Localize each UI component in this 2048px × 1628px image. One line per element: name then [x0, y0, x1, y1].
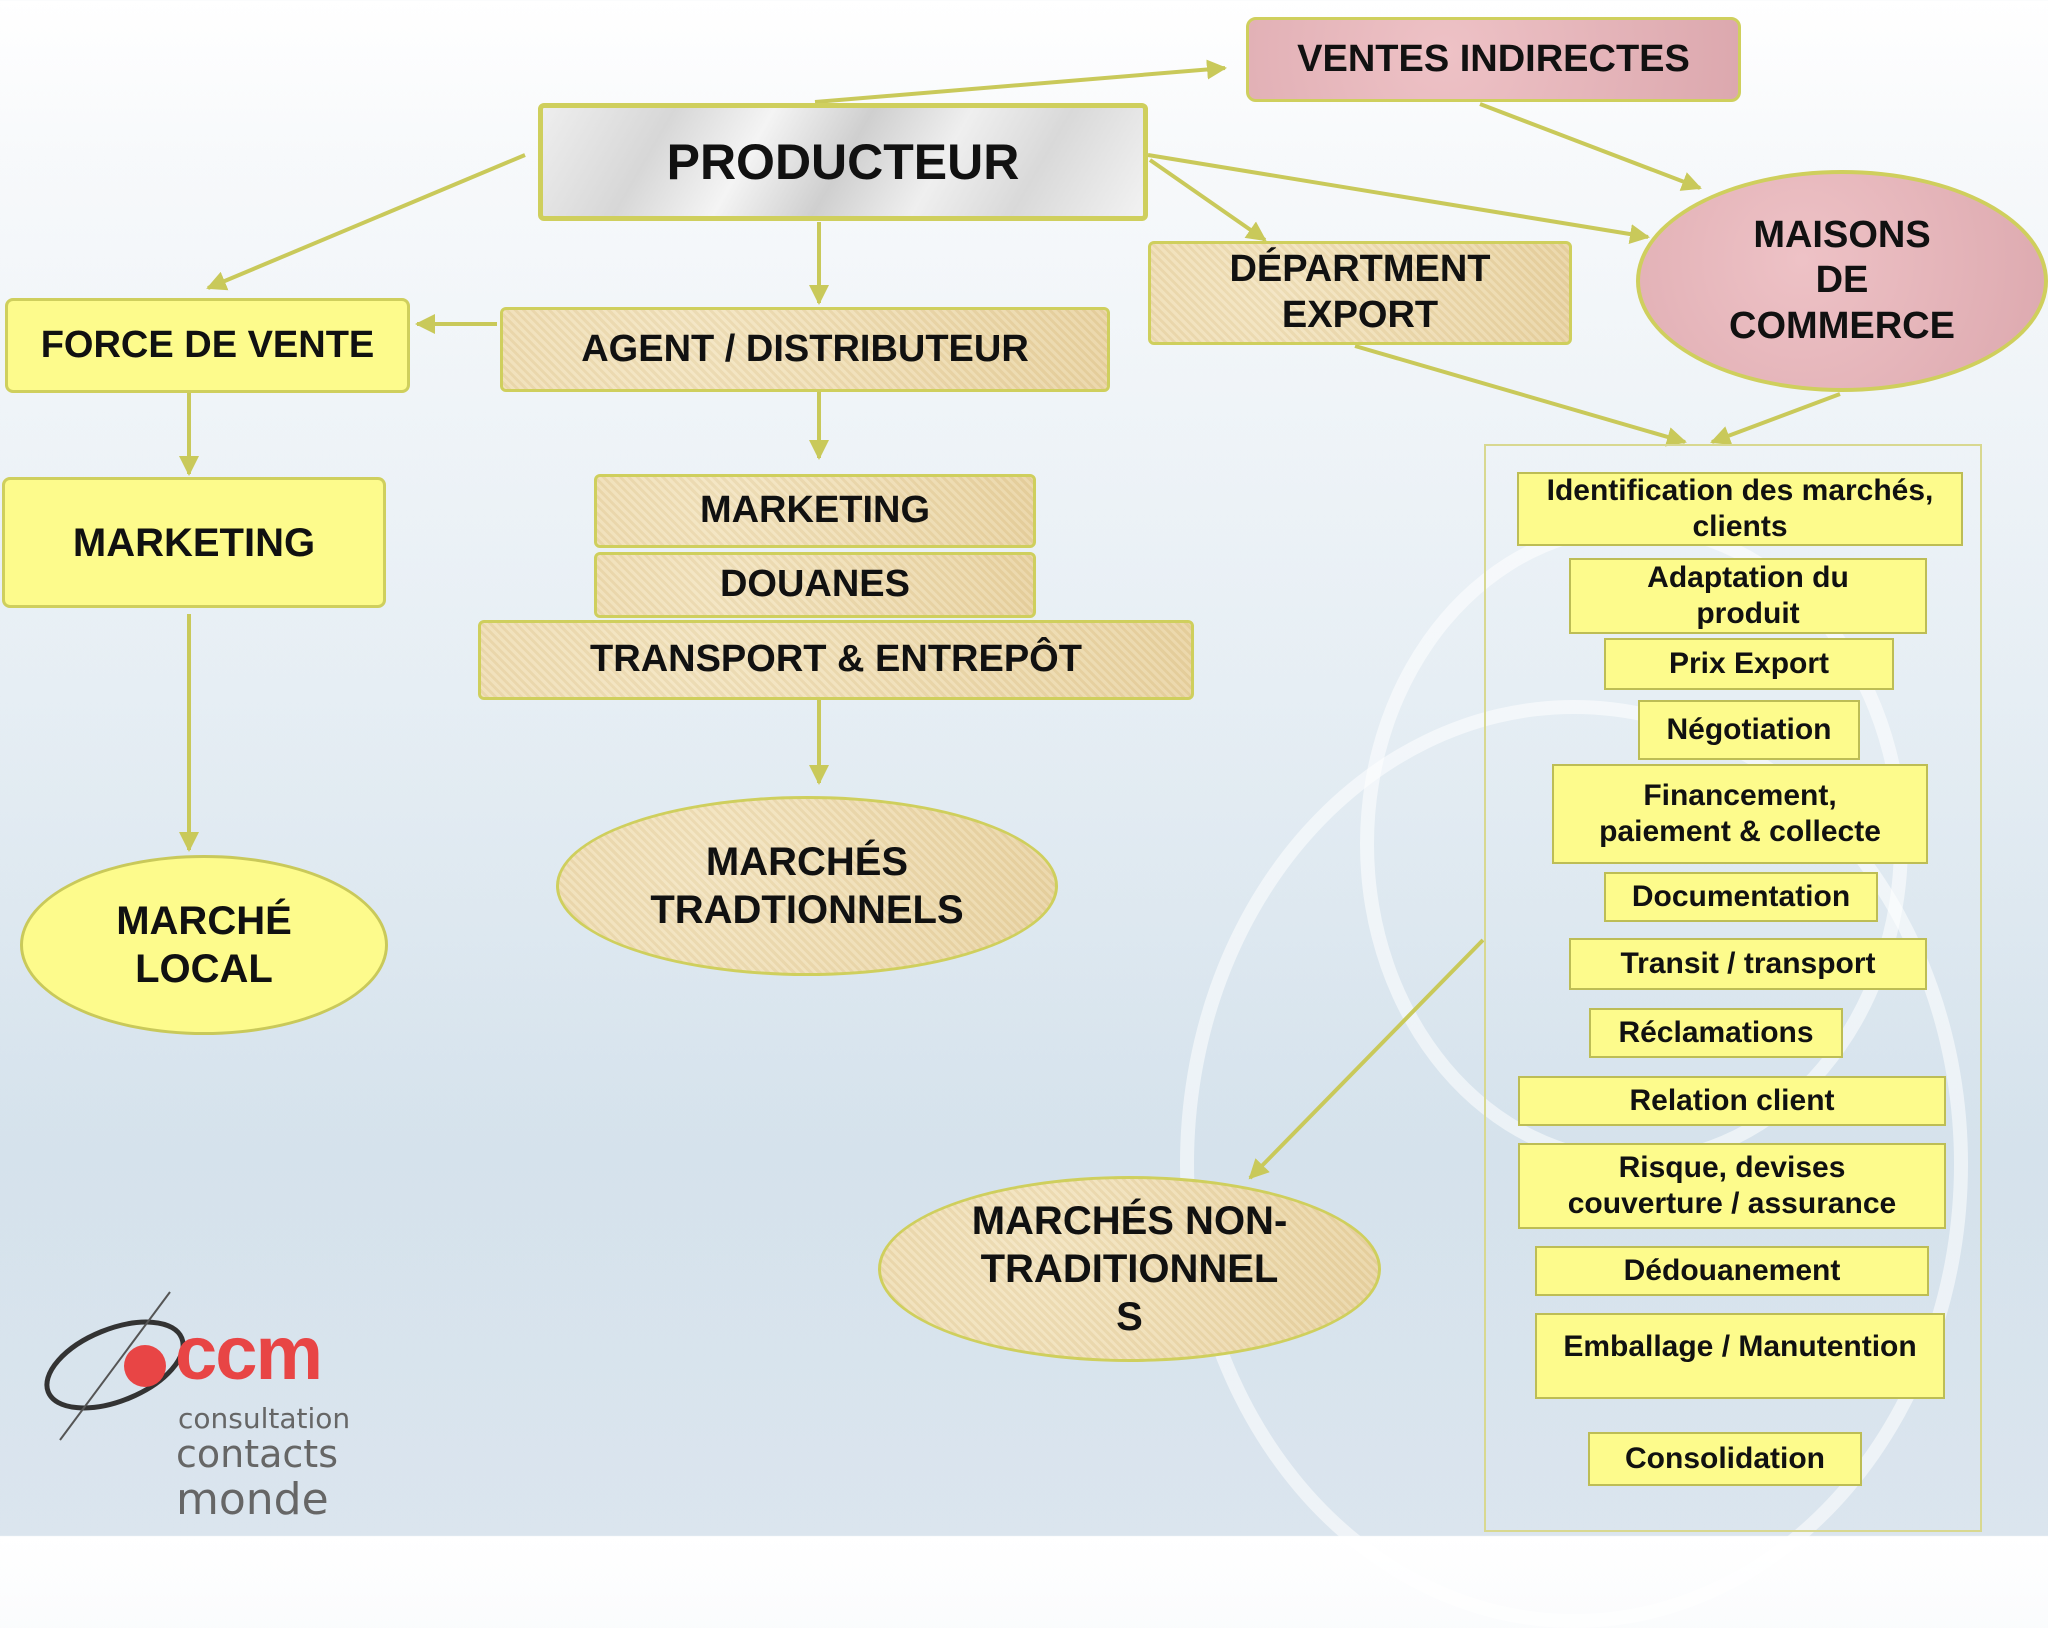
task-documentation: Documentation — [1604, 872, 1878, 922]
task-consolidation: Consolidation — [1588, 1432, 1862, 1486]
node-transport-entrepot: TRANSPORT & ENTREPÔT — [478, 620, 1194, 700]
task-label: couverture / assurance — [1567, 1187, 1897, 1220]
task-label: Risque, devises — [1618, 1151, 1846, 1184]
task-label: Consolidation — [1625, 1442, 1825, 1475]
node-marches-traditionnels-line: TRADTIONNELS — [650, 888, 964, 932]
task-label: Emballage / Manutention — [1563, 1330, 1917, 1363]
task-label: Identification des marchés, — [1546, 474, 1934, 507]
node-agent-distributeur: AGENT / DISTRIBUTEUR — [500, 307, 1110, 392]
ccm-logo-swoosh-icon — [44, 1291, 186, 1441]
ccm-logo-mark: ccm — [175, 1311, 323, 1396]
ccm-logo-line2: contacts — [176, 1432, 339, 1476]
node-marches-non-traditionnels-line: TRADITIONNEL — [980, 1247, 1279, 1291]
node-marches-non-traditionnels: MARCHÉS NON- TRADITIONNEL S — [878, 1176, 1381, 1362]
node-douanes: DOUANES — [594, 552, 1036, 618]
task-label: Relation client — [1629, 1084, 1835, 1117]
arrow-departement-to-panel — [1354, 344, 1687, 447]
node-maisons-line: MAISONS — [1753, 213, 1931, 256]
node-marche-local-line: MARCHÉ — [116, 899, 292, 943]
connector-arrows — [179, 59, 1841, 1180]
node-producteur-label: PRODUCTEUR — [666, 134, 1020, 190]
node-maisons-line: COMMERCE — [1729, 304, 1955, 347]
task-label: Adaptation du — [1647, 561, 1849, 594]
task-label: produit — [1696, 597, 1800, 630]
arrow-maisons-to-panel — [1710, 392, 1841, 446]
task-emballage-manutention: Emballage / Manutention — [1535, 1313, 1945, 1399]
node-force-de-vente: FORCE DE VENTE — [5, 298, 410, 393]
task-risque-devises: Risque, devises couverture / assurance — [1518, 1143, 1946, 1229]
task-transit-transport: Transit / transport — [1569, 938, 1927, 990]
node-marches-non-traditionnels-line: S — [1116, 1295, 1143, 1339]
task-label: Négotiation — [1666, 713, 1832, 746]
node-producteur: PRODUCTEUR — [538, 103, 1148, 221]
node-marketing-center-label: MARKETING — [699, 489, 931, 532]
arrow-producteur-to-maisons — [1147, 153, 1650, 244]
ccm-logo-line3: monde — [176, 1474, 329, 1525]
task-negotiation: Négotiation — [1638, 700, 1860, 760]
export-tasks-panel — [1484, 444, 1982, 1532]
node-marche-local: MARCHÉ LOCAL — [20, 855, 388, 1035]
arrow-producteur-to-departement — [1148, 158, 1267, 242]
arrow-ventes-to-maisons — [1479, 102, 1702, 191]
node-marches-traditionnels: MARCHÉS TRADTIONNELS — [556, 796, 1058, 976]
node-maisons-de-commerce: MAISONS DE COMMERCE — [1636, 170, 2048, 392]
task-relation-client: Relation client — [1518, 1076, 1946, 1126]
node-agent-label: AGENT / DISTRIBUTEUR — [581, 327, 1029, 370]
node-departement-line: EXPORT — [1281, 294, 1439, 336]
node-transport-label: TRANSPORT & ENTREPÔT — [590, 638, 1082, 681]
task-label: Financement, — [1643, 779, 1837, 812]
node-douanes-label: DOUANES — [719, 563, 911, 606]
arrow-panel-to-marches-non-traditionnels — [1248, 938, 1485, 1180]
task-prix-export: Prix Export — [1604, 638, 1894, 690]
task-label: Documentation — [1631, 880, 1851, 913]
node-ventes-indirectes: VENTES INDIRECTES — [1246, 17, 1741, 102]
node-maisons-line: DE — [1815, 259, 1869, 302]
arrow-producteur-to-ventes-indirectes — [814, 59, 1227, 104]
node-departement-export: DÉPARTMENT EXPORT — [1148, 241, 1572, 345]
node-ventes-indirectes-label: VENTES INDIRECTES — [1297, 37, 1690, 80]
node-departement-line: DÉPARTMENT — [1229, 248, 1491, 291]
ccm-logo-line1: consultation — [178, 1402, 351, 1435]
node-marketing-center: MARKETING — [594, 474, 1036, 548]
task-identification: Identification des marchés, clients — [1517, 472, 1963, 546]
task-label: clients — [1692, 510, 1788, 543]
task-financement: Financement, paiement & collecte — [1552, 764, 1928, 864]
ccm-logo: ccm consultation contacts monde — [20, 1290, 350, 1530]
node-marche-local-line: LOCAL — [135, 947, 273, 991]
node-marketing-left-label: MARKETING — [72, 520, 316, 565]
node-marches-traditionnels-line: MARCHÉS — [705, 840, 909, 884]
task-label: Réclamations — [1618, 1016, 1814, 1049]
task-label: paiement & collecte — [1599, 815, 1881, 848]
task-label: Transit / transport — [1620, 947, 1876, 980]
task-label: Prix Export — [1668, 647, 1830, 680]
arrow-producteur-to-force-de-vente — [206, 153, 526, 291]
task-label: Dédouanement — [1623, 1254, 1841, 1287]
task-adaptation: Adaptation du produit — [1569, 558, 1927, 634]
node-force-de-vente-label: FORCE DE VENTE — [40, 323, 375, 366]
node-marches-non-traditionnels-line: MARCHÉS NON- — [971, 1199, 1288, 1243]
task-reclamations: Réclamations — [1589, 1008, 1843, 1058]
node-marketing-left: MARKETING — [2, 477, 386, 608]
task-dedouanement: Dédouanement — [1535, 1246, 1929, 1296]
